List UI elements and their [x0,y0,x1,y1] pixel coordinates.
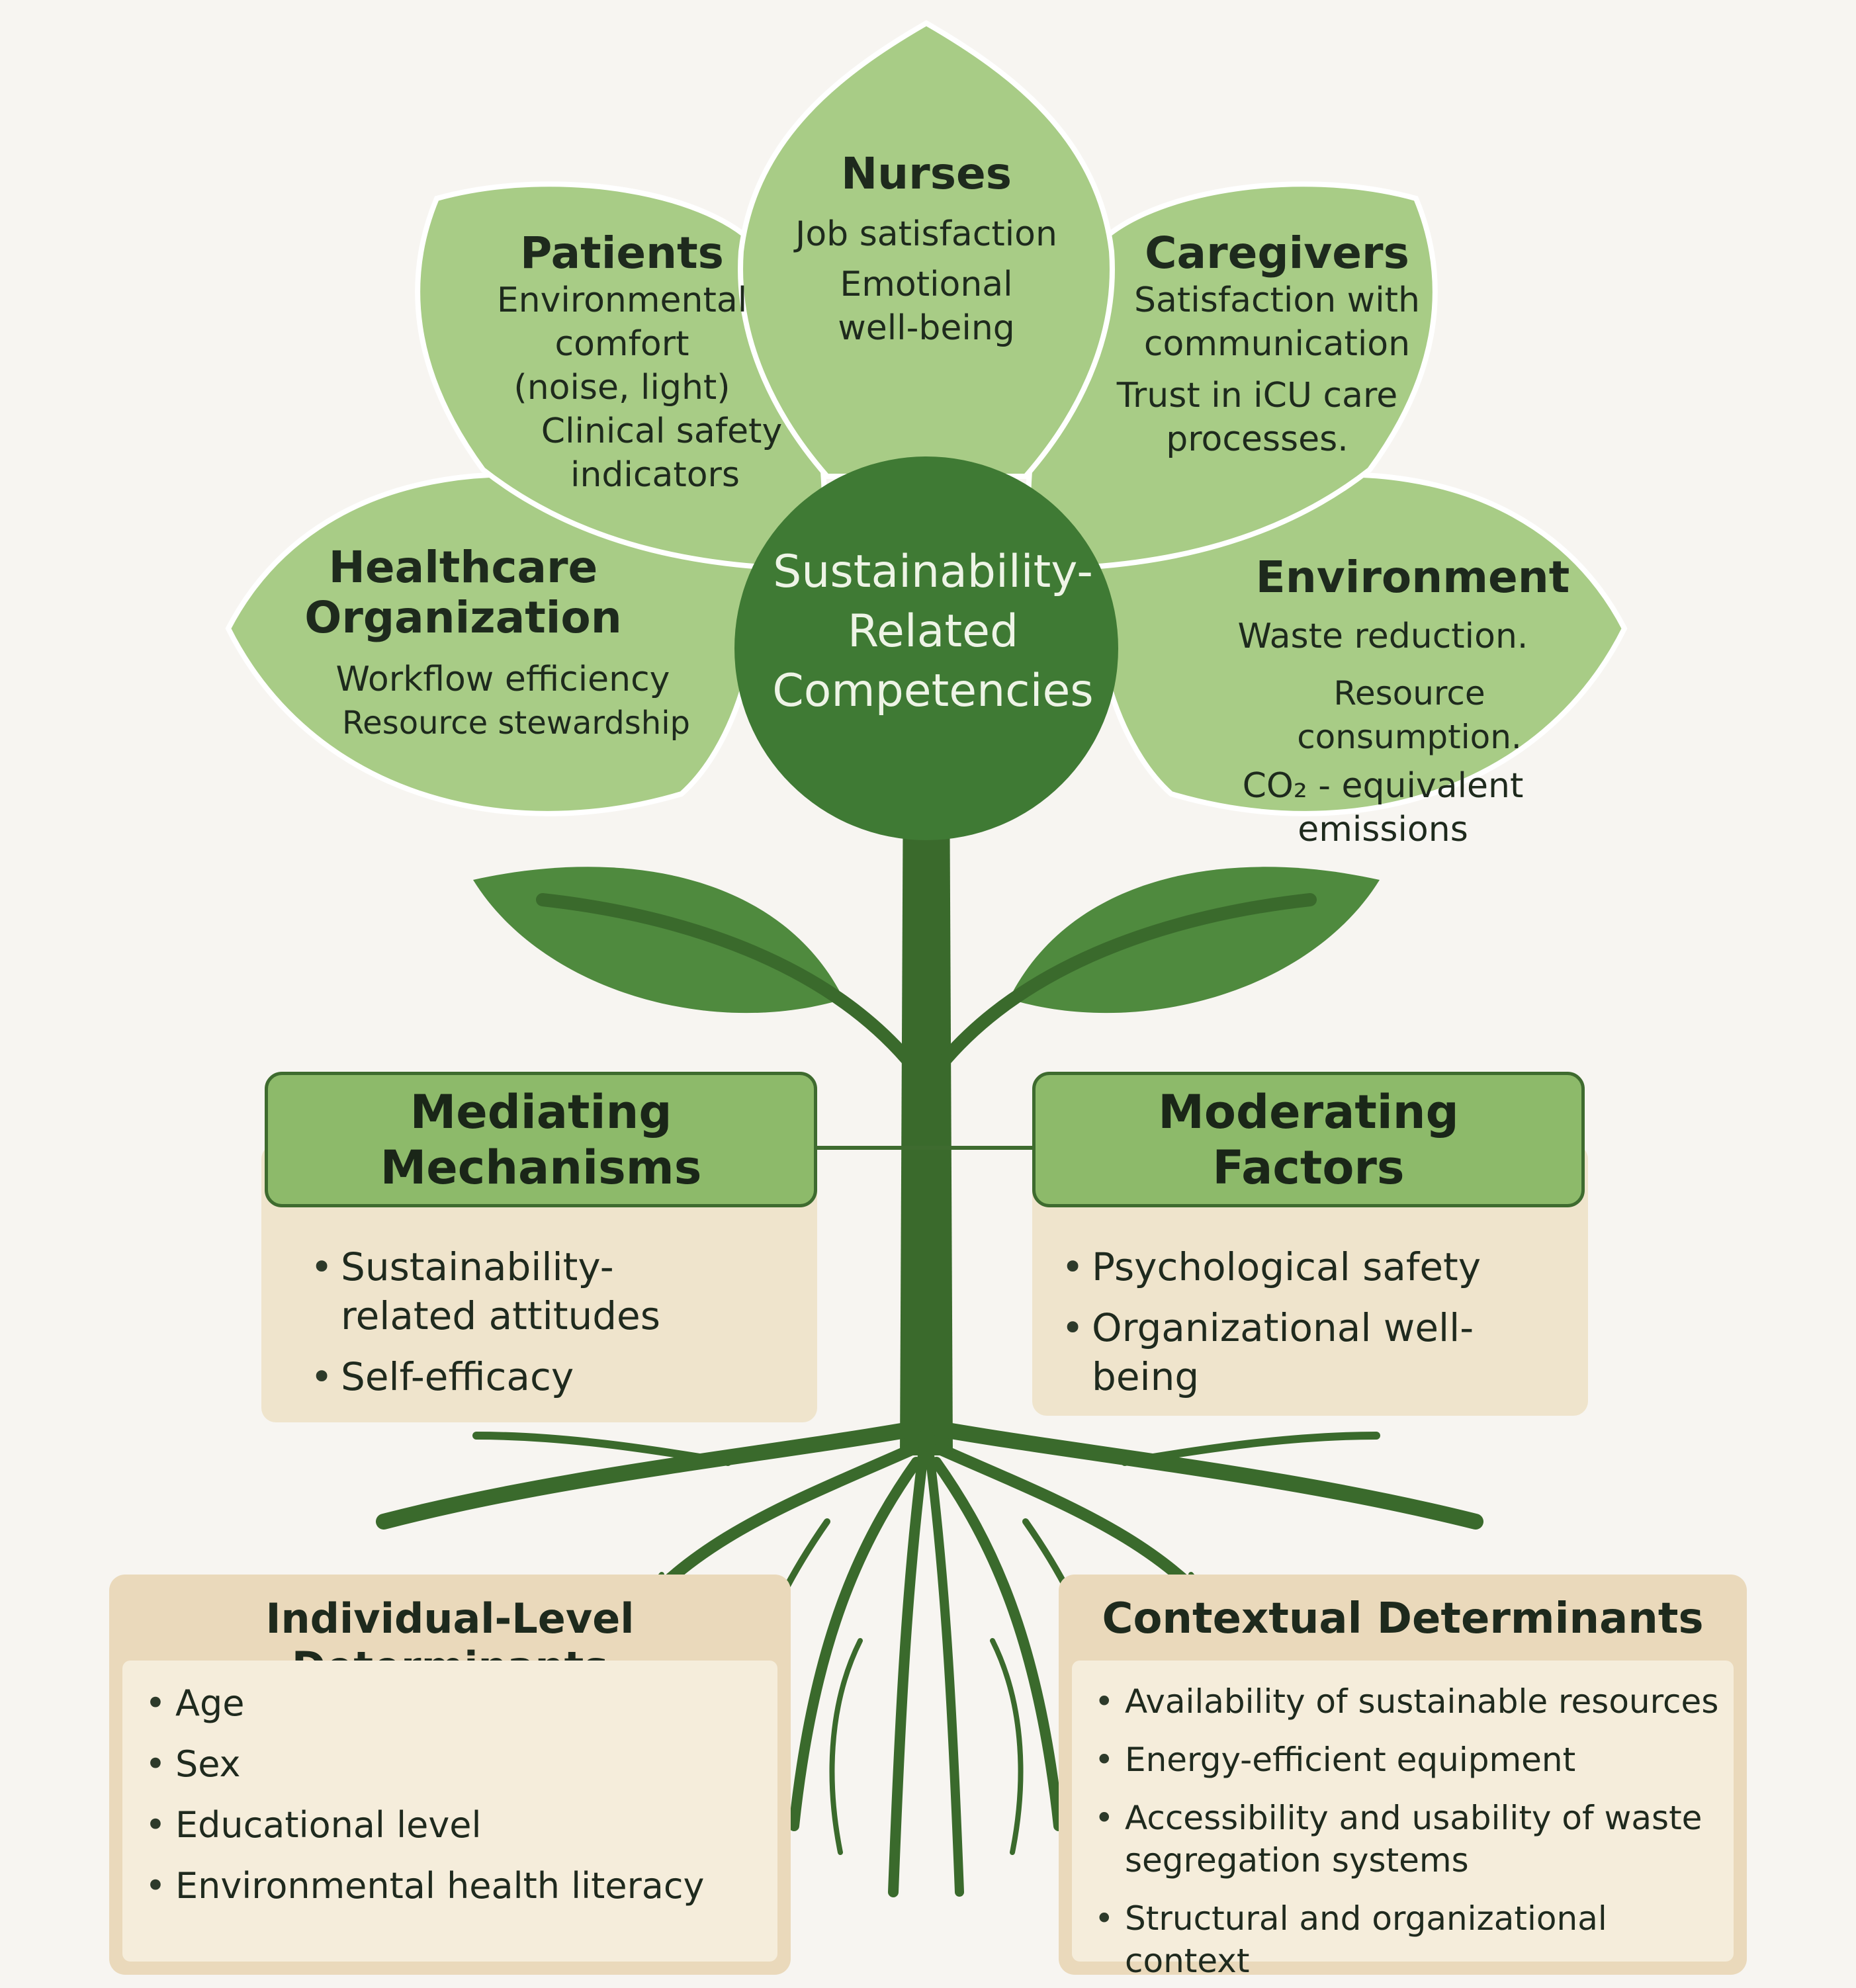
healthcare-title-2: Organization [304,591,622,643]
leaf-right [1009,867,1380,1014]
moderating-item-2-text: Organizational well-being [1092,1305,1474,1399]
individual-determinants: Individual-Level Determinants Age Sex Ed… [109,1575,791,1975]
center-line-1: Sustainability- [773,546,1093,598]
patients-line-1: Environmental [496,280,748,320]
center-circle [734,456,1118,840]
mediating-title-2: Mechanisms [380,1141,702,1195]
contextual-determinants: Contextual Determinants Availability of … [1059,1575,1747,1980]
nurses-title: Nurses [840,148,1012,199]
caregivers-petal-text: Caregivers Satisfaction with communicati… [1105,228,1449,461]
nurses-petal-text: Nurses Job satisfaction Emotional well-b… [754,149,1098,350]
center-line-3: Competencies [772,665,1094,717]
patients-title: Patients [520,228,724,279]
nurses-line-1: Job satisfaction [795,214,1057,254]
individual-item-2: Sex [136,1741,764,1788]
contextual-item-2: Energy-efficient equipment [1085,1739,1720,1781]
moderating-header: Moderating Factors [1032,1072,1585,1207]
caregivers-line-3: Trust in iCU care [1116,375,1398,415]
healthcare-petal-text: Healthcare Organization Workflow efficie… [291,542,715,745]
moderating-item-1: Psychological safety [1052,1242,1568,1291]
nurses-line-3: well-being [838,308,1015,348]
caregivers-line-1: Satisfaction with [1133,280,1421,320]
patients-line-2: comfort [554,324,689,364]
stem [900,761,953,1455]
individual-item-3: Educational level [136,1802,764,1848]
healthcare-line-1: Workflow efficiency [335,659,670,699]
moderating-title-1: Moderating [1158,1085,1459,1139]
mediating-item-1: Sustainability-related attitudes [301,1242,797,1340]
mediating-title-1: Mediating [410,1085,672,1139]
environment-line-3: CO₂ - equivalent [1242,765,1524,806]
moderating-item-2: Organizational well-being [1052,1303,1568,1401]
leaf-left [473,867,844,1014]
patients-line-3: (noise, light) [513,367,730,408]
moderating-title-2: Factors [1212,1141,1405,1195]
environment-line-4: emissions [1298,809,1468,849]
moderating-item-1-text: Psychological safety [1092,1244,1481,1289]
contextual-list-panel: Availability of sustainable resources En… [1072,1661,1734,1980]
caregivers-title: Caregivers [1145,228,1409,279]
environment-line-2: Resource consumption. [1297,673,1522,756]
individual-list-panel: Age Sex Educational level Environmental … [122,1661,777,1962]
healthcare-title-1: Healthcare [328,542,598,593]
mediating-header: Mediating Mechanisms [265,1072,817,1207]
caregivers-line-4: processes. [1166,419,1348,459]
center-label: Sustainability- Related Competencies [721,542,1145,721]
caregivers-line-2: communication [1143,324,1411,364]
branch-right [940,893,1317,1065]
patients-line-5: indicators [570,454,740,495]
branch-left [536,893,913,1065]
nurses-line-2: Emotional [840,264,1013,304]
contextual-title: Contextual Determinants [1102,1594,1704,1643]
mediating-item-2-text: Self-efficacy [341,1354,574,1399]
environment-petal-text: Environment Waste reduction. Resource co… [1171,552,1595,851]
patients-petal-text: Patients Environmental comfort (noise, l… [450,228,794,497]
contextual-item-1: Availability of sustainable resources [1085,1680,1720,1723]
contextual-item-3: Accessibility and usability of waste seg… [1085,1797,1720,1881]
individual-item-4: Environmental health literacy [136,1863,764,1909]
individual-item-1: Age [136,1680,764,1727]
patients-line-4: Clinical safety [541,411,783,451]
healthcare-line-2: Resource stewardship [341,704,690,742]
mediating-item-1-text: Sustainability-related attitudes [341,1244,660,1338]
center-line-2: Related [847,605,1019,658]
environment-line-1: Waste reduction. [1237,616,1528,656]
environment-title: Environment [1255,552,1570,603]
contextual-item-4: Structural and organizational context [1085,1897,1720,1982]
mediating-item-2: Self-efficacy [301,1352,797,1401]
